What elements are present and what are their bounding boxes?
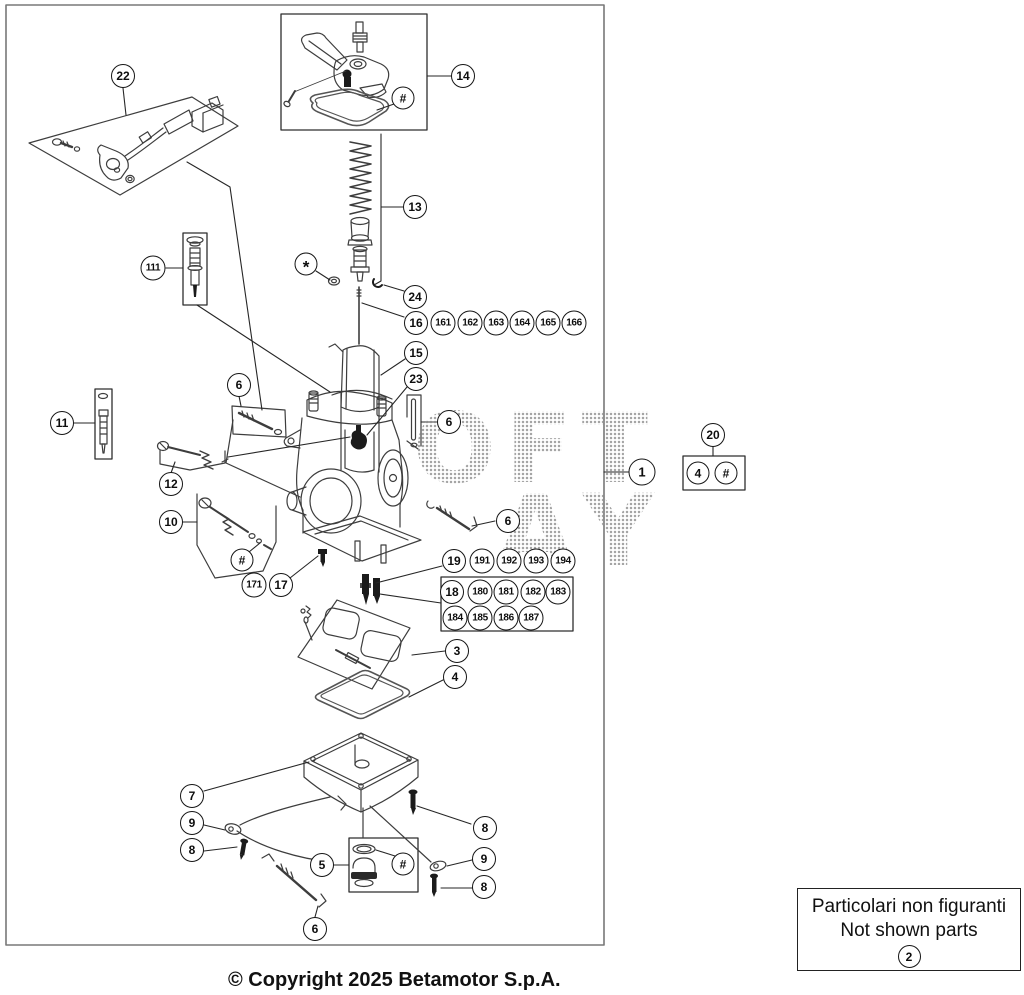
callout-183: 183 xyxy=(545,579,571,605)
callout-165: 165 xyxy=(535,310,561,336)
callout-8-right: 8 xyxy=(473,816,497,840)
callout-171: 171 xyxy=(241,572,267,598)
top-cover-group-14 xyxy=(283,21,390,127)
callout-5: 5 xyxy=(310,853,334,877)
callout-185: 185 xyxy=(467,605,493,631)
callout-24: 24 xyxy=(403,285,427,309)
callout-4-gasket: 4 xyxy=(443,665,467,689)
callout-9-left: 9 xyxy=(180,811,204,835)
callout-17: 17 xyxy=(269,573,293,597)
callout-7: 7 xyxy=(180,784,204,808)
slide-plate-group-15 xyxy=(328,343,380,413)
callout-163: 163 xyxy=(483,310,509,336)
callout-14: 14 xyxy=(451,64,475,88)
callout-191: 191 xyxy=(469,548,495,574)
callout-hash-adjuster: # xyxy=(230,548,254,572)
fitting-group-23 xyxy=(350,425,367,450)
callout-162: 162 xyxy=(457,310,483,336)
callout-4-box20: 4 xyxy=(686,461,710,485)
callout-182: 182 xyxy=(520,579,546,605)
callout-161: 161 xyxy=(430,310,456,336)
screw-groups-6 xyxy=(225,394,478,908)
carburetor-body xyxy=(283,389,422,567)
jet-group-19-18 xyxy=(360,574,380,605)
callout-187: 187 xyxy=(518,605,544,631)
callout-hash-box20: # xyxy=(714,461,738,485)
callout-3: 3 xyxy=(445,639,469,663)
callout-166: 166 xyxy=(561,310,587,336)
callout-6-b: 6 xyxy=(437,410,461,434)
callout-192: 192 xyxy=(496,548,522,574)
callout-164: 164 xyxy=(509,310,535,336)
callout-184: 184 xyxy=(442,605,468,631)
gasket-group-4 xyxy=(314,669,411,720)
callout-180: 180 xyxy=(467,579,493,605)
callout-186: 186 xyxy=(493,605,519,631)
callout-181: 181 xyxy=(493,579,519,605)
callout-10: 10 xyxy=(159,510,183,534)
callout-8-left: 8 xyxy=(180,838,204,862)
callout-23: 23 xyxy=(404,367,428,391)
choke-group-111 xyxy=(186,236,204,297)
callout-11: 11 xyxy=(50,411,74,435)
callout-111: 111 xyxy=(140,255,166,281)
callout-193: 193 xyxy=(523,548,549,574)
jet-group-11 xyxy=(97,392,109,454)
callout-hash-cover: # xyxy=(391,86,415,110)
drain-group-5 xyxy=(351,843,377,888)
callout-16: 16 xyxy=(404,311,428,335)
callout-20: 20 xyxy=(701,423,725,447)
callout-star: * xyxy=(294,252,318,277)
callout-22: 22 xyxy=(111,64,135,88)
callout-hash-drain: # xyxy=(391,852,415,876)
callout-8-bottom-right: 8 xyxy=(472,875,496,899)
callout-18: 18 xyxy=(440,580,464,604)
not-shown-line-english: Not shown parts xyxy=(840,920,978,941)
throttle-cable-group-22 xyxy=(28,95,239,196)
main-frame xyxy=(5,4,605,946)
adjuster-group-10 xyxy=(196,493,277,579)
screws-clamps-8-9 xyxy=(224,789,447,897)
copyright-text: © Copyright 2025 Betamotor S.p.A. xyxy=(228,969,561,991)
callout-15: 15 xyxy=(404,341,428,365)
float-group-3 xyxy=(297,599,411,690)
slide-spring-group-13 xyxy=(347,141,373,282)
callout-2: 2 xyxy=(897,945,921,968)
callout-19: 19 xyxy=(442,549,466,573)
callout-194: 194 xyxy=(550,548,576,574)
not-shown-line-italian: Particolari non figuranti xyxy=(811,896,1007,917)
callout-6-c: 6 xyxy=(496,509,520,533)
leader-lines xyxy=(73,75,714,918)
callout-12: 12 xyxy=(159,472,183,496)
callout-9-right: 9 xyxy=(472,847,496,871)
bowl-group-7 xyxy=(236,732,432,863)
callout-6-a: 6 xyxy=(227,373,251,397)
callout-13: 13 xyxy=(403,195,427,219)
callout-1: 1 xyxy=(628,458,656,486)
needle-group-16 xyxy=(327,276,383,345)
adjuster-group-12 xyxy=(156,440,229,471)
callout-6-d: 6 xyxy=(303,917,327,941)
not-shown-parts-box: Particolari non figuranti Not shown part… xyxy=(797,888,1021,971)
